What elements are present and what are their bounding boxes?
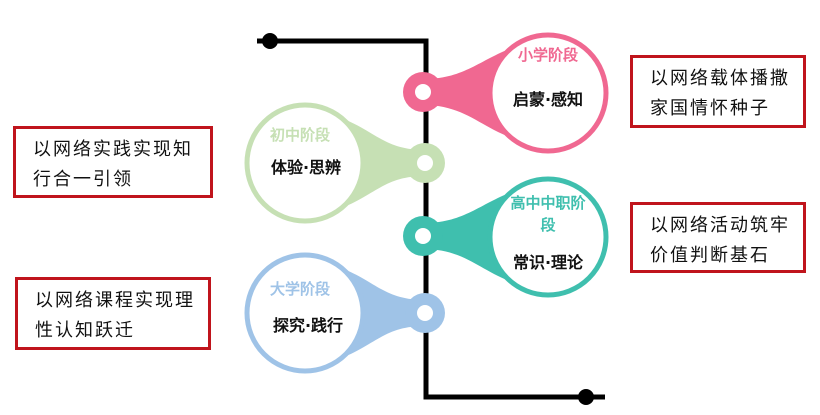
goal-box-university: 以网络课程实现理性认知跃迁	[15, 277, 211, 350]
goal-text: 以网络载体播撒家国情怀种子	[650, 68, 790, 119]
stage-node-hole	[415, 84, 431, 100]
stage-connector	[342, 118, 425, 208]
timeline-end-dot	[578, 389, 594, 405]
stage-primary-title: 小学阶段	[517, 46, 578, 64]
stage-bubble	[487, 32, 609, 154]
stage-node-hole	[417, 155, 433, 171]
goal-text: 以网络实践实现知行合一引领	[33, 139, 193, 190]
goal-box-senior: 以网络活动筑牢价值判断基石	[630, 202, 806, 273]
stage-junior-title: 初中阶段	[269, 126, 330, 144]
stage-university-title: 大学阶段	[269, 280, 330, 298]
stage-connector	[423, 48, 511, 138]
stage-senior-title: 高中中职阶段	[510, 194, 586, 234]
stage-bubble	[244, 102, 366, 224]
stage-bubble	[487, 176, 609, 298]
stage-junior-keywords: 体验·思辨	[270, 158, 342, 177]
goal-box-junior: 以网络实践实现知行合一引领	[13, 126, 213, 198]
timeline-start-dot	[262, 33, 278, 49]
goal-text: 以网络课程实现理性认知跃迁	[35, 290, 195, 341]
goal-text: 以网络活动筑牢价值判断基石	[650, 215, 790, 266]
stage-senior-keywords: 常识·理论	[512, 253, 584, 272]
stage-university-keywords: 探究·践行	[272, 316, 344, 335]
stage-bubble	[244, 252, 366, 374]
stage-connector	[342, 268, 425, 358]
stage-connector	[423, 192, 511, 282]
stage-node-hole	[417, 305, 433, 321]
stage-primary-keywords: 启蒙·感知	[512, 90, 584, 109]
goal-box-primary: 以网络载体播撒家国情怀种子	[630, 55, 806, 128]
stage-node-hole	[415, 228, 431, 244]
